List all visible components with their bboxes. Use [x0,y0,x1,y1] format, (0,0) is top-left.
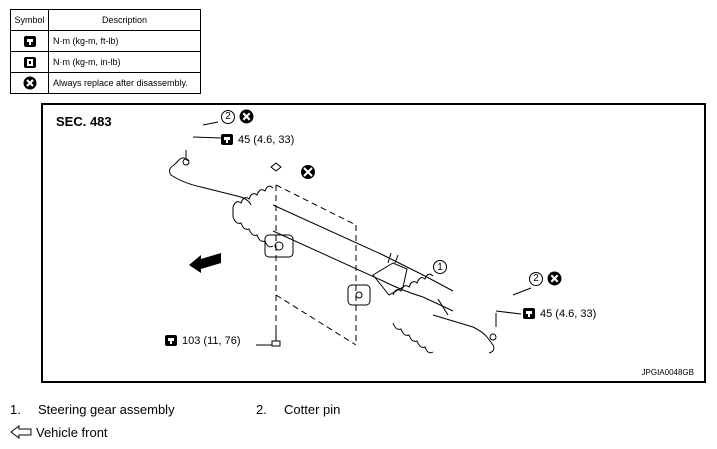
pinion-housing [372,262,408,296]
legend-header-description: Description [48,9,201,31]
always-replace-icon [23,76,36,90]
steering-gear-illustration [169,121,532,354]
legend-desc-replace: Always replace after disassembly. [48,72,201,94]
callout-torque-right: 45 (4.6, 33) [522,307,596,320]
left-boot [232,185,274,248]
callout-steering-gear: 1 [433,260,447,274]
torque-right-value: 45 (4.6, 33) [540,307,597,320]
left-tie-rod-end [170,174,252,206]
right-tie-rod-end [432,314,495,354]
legend-header-symbol: Symbol [10,9,49,31]
callout-torque-bottom: 103 (11, 76) [164,334,241,347]
legend-row: Always replace after disassembly. [10,72,201,94]
diagram-frame: SEC. 483 JPGIA0048GB 2 45 (4.6, 33) 1 2 … [41,103,706,383]
always-replace-icon [301,165,315,179]
torque-wrench-icon [221,134,233,145]
legend-row: N·m (kg-m, ft-lb) [10,30,201,52]
caption-item2-label: Cotter pin [284,402,341,417]
left-mount-bracket [264,234,294,258]
always-replace-icon [547,271,562,286]
caption-item1-number: 1. [10,402,21,417]
legend-desc-ftlb: N·m (kg-m, ft-lb) [48,30,201,52]
caption-vehicle-front: Vehicle front [10,423,108,441]
right-boot [392,273,434,354]
marker-2-right: 2 [529,271,543,286]
legend-header-row: Symbol Description [10,9,201,31]
caption-item2-number: 2. [256,402,267,417]
callout-cotter-pin-top: 2 [221,109,254,124]
callout-cotter-pin-right: 2 [529,271,562,286]
legend-desc-inlb: N·m (kg-m, in-lb) [48,51,201,73]
rack-housing [272,204,454,292]
torque-wrench-icon [23,35,36,47]
section-label: SEC. 483 [56,114,112,129]
torque-bottom-value: 103 (11, 76) [182,334,241,347]
marker-2-top: 2 [221,109,235,124]
vehicle-front-arrow-diagram [189,253,221,273]
caption-vehicle-front-label: Vehicle front [36,424,108,440]
callout-torque-top: 45 (4.6, 33) [220,133,294,146]
caption-item1-label: Steering gear assembly [38,402,175,417]
legend-table: Symbol Description N·m (kg-m, ft-lb) N·m… [10,9,201,94]
torque-top-value: 45 (4.6, 33) [238,133,295,146]
image-code: JPGIA0048GB [641,368,694,377]
marker-1: 1 [433,260,447,274]
right-mount-bracket [347,284,371,306]
vehicle-front-arrow-icon [10,425,32,439]
torque-wrench-icon [165,335,177,346]
torque-wrench-icon [523,308,535,319]
legend-row: N·m (kg-m, in-lb) [10,51,201,73]
always-replace-icon [239,109,254,124]
torque-wrench-small-icon [23,56,36,68]
caption-row-items: 1. Steering gear assembly 2. Cotter pin [10,402,610,420]
